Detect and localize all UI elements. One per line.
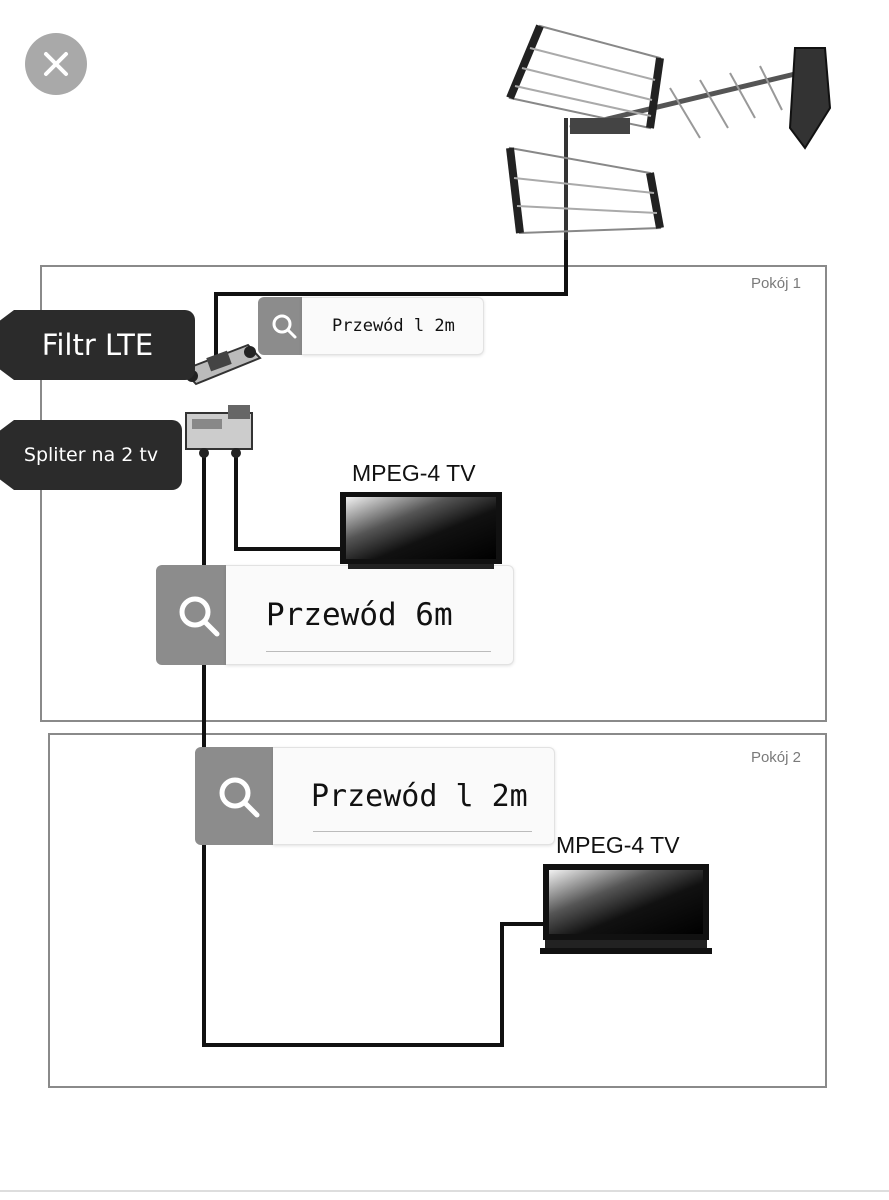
close-button[interactable] bbox=[25, 33, 87, 95]
wire bbox=[500, 922, 504, 1047]
splitter-icon bbox=[185, 405, 253, 458]
antenna-icon bbox=[506, 24, 832, 243]
room-label: Pokój 2 bbox=[750, 749, 801, 766]
close-icon bbox=[44, 52, 68, 76]
cable-length: Przewód l 2m bbox=[311, 778, 528, 814]
tv-icon bbox=[540, 864, 712, 954]
search-icon bbox=[179, 596, 220, 637]
tv-icon bbox=[340, 492, 502, 569]
search-button[interactable] bbox=[156, 565, 248, 665]
cable-search-card[interactable]: Przewód l 2m bbox=[195, 747, 555, 845]
wire bbox=[500, 922, 546, 926]
cable-length: Przewód l 2m bbox=[332, 316, 455, 336]
cable-label: Przewód l 2m bbox=[302, 297, 484, 355]
search-button[interactable] bbox=[258, 297, 324, 355]
search-icon bbox=[272, 314, 297, 339]
cable-length: Przewód 6m bbox=[266, 597, 453, 633]
search-icon bbox=[219, 777, 260, 818]
cable-search-card[interactable]: Przewód 6m bbox=[156, 565, 514, 665]
wire bbox=[564, 240, 568, 296]
wire bbox=[214, 292, 218, 362]
cable-label: Przewód 6m bbox=[226, 565, 514, 665]
splitter-tag: Spliter na 2 tv bbox=[0, 420, 182, 490]
tv-title: MPEG-4 TV bbox=[556, 832, 680, 858]
cable-label: Przewód l 2m bbox=[273, 747, 555, 845]
bottom-divider bbox=[0, 1190, 889, 1192]
wire bbox=[214, 292, 568, 296]
filter-tag: Filtr LTE bbox=[0, 310, 195, 380]
wire bbox=[234, 450, 238, 550]
cable-search-card[interactable]: Przewód l 2m bbox=[258, 297, 484, 355]
wire bbox=[234, 547, 344, 551]
search-button[interactable] bbox=[195, 747, 295, 845]
room-label: Pokój 1 bbox=[750, 275, 801, 292]
tv-title: MPEG-4 TV bbox=[352, 460, 476, 486]
wire bbox=[202, 1043, 504, 1047]
